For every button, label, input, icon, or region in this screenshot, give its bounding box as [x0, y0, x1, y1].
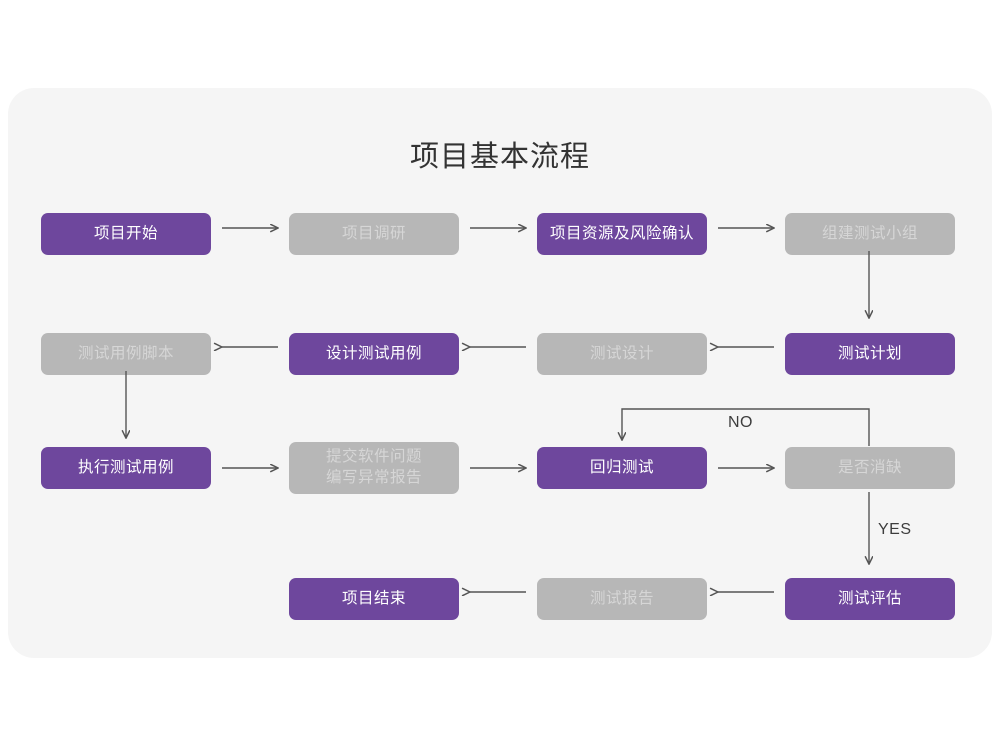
node-n11[interactable]: 回归测试	[537, 447, 707, 489]
node-n6[interactable]: 设计测试用例	[289, 333, 459, 375]
node-n10[interactable]: 提交软件问题 编写异常报告	[289, 442, 459, 494]
node-n1[interactable]: 项目开始	[41, 213, 211, 255]
node-n13[interactable]: 项目结束	[289, 578, 459, 620]
edge-label-no: NO	[728, 414, 753, 431]
node-n14[interactable]: 测试报告	[537, 578, 707, 620]
node-n2[interactable]: 项目调研	[289, 213, 459, 255]
node-n5[interactable]: 测试用例脚本	[41, 333, 211, 375]
edge-label-yes: YES	[878, 521, 912, 538]
node-n9[interactable]: 执行测试用例	[41, 447, 211, 489]
node-n7[interactable]: 测试设计	[537, 333, 707, 375]
node-n12[interactable]: 是否消缺	[785, 447, 955, 489]
node-n4[interactable]: 组建测试小组	[785, 213, 955, 255]
node-n15[interactable]: 测试评估	[785, 578, 955, 620]
page-title: 项目基本流程	[409, 141, 590, 173]
node-n3[interactable]: 项目资源及风险确认	[537, 213, 707, 255]
node-n8[interactable]: 测试计划	[785, 333, 955, 375]
